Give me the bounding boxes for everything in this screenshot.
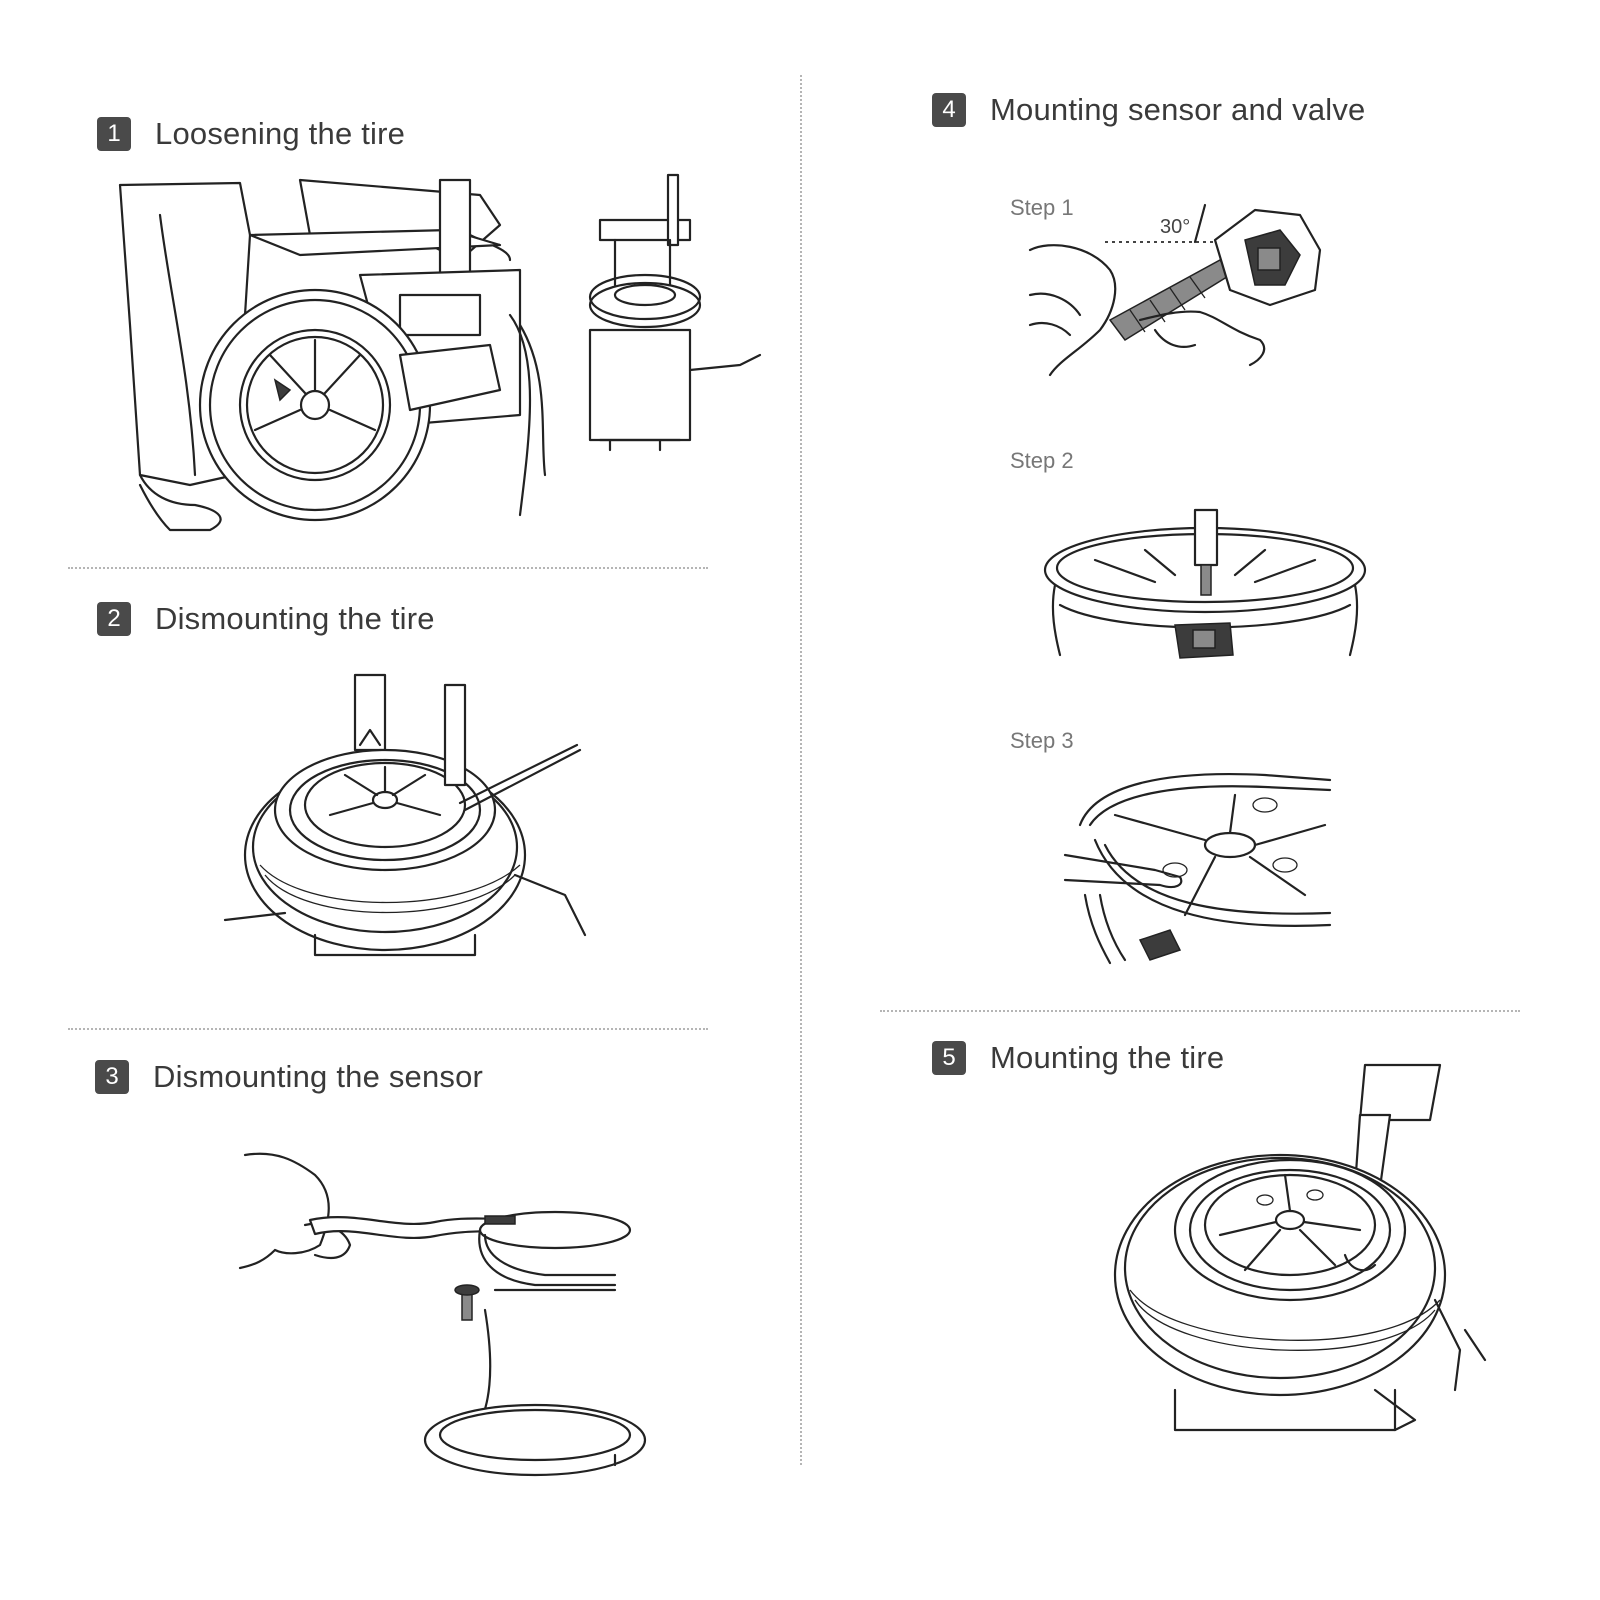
vertical-divider (800, 75, 802, 1465)
section-4-header: 4 Mounting sensor and valve (932, 92, 1366, 128)
sensor-check-illustration (1065, 765, 1335, 965)
step-2-label: Step 2 (1010, 448, 1074, 473)
tire-lever-illustration (225, 675, 595, 975)
sensor-install-illustration (1035, 510, 1375, 670)
section-2-number: 2 (97, 602, 131, 636)
section-5-number: 5 (932, 1041, 966, 1075)
section-5-title: Mounting the tire (990, 1040, 1225, 1075)
divider-4-5 (880, 1010, 1520, 1012)
section-1-number: 1 (97, 117, 131, 151)
section-3-title: Dismounting the sensor (153, 1059, 484, 1094)
sensor-removal-illustration (235, 1150, 615, 1480)
step-1-label: Step 1 (1010, 195, 1074, 220)
section-3-number: 3 (95, 1060, 129, 1094)
angle-label: 30° (1160, 216, 1190, 238)
section-1-title: Loosening the tire (155, 116, 406, 151)
tire-changer-illustration (100, 175, 790, 545)
section-4-title: Mounting sensor and valve (990, 92, 1366, 127)
section-4-number: 4 (932, 93, 966, 127)
sensor-valve-illustration: 30° (1030, 200, 1370, 400)
section-2-header: 2 Dismounting the tire (97, 601, 435, 637)
divider-1-2 (68, 567, 708, 569)
section-3-header: 3 Dismounting the sensor (95, 1059, 483, 1095)
step-3-label: Step 3 (1010, 728, 1074, 753)
section-1-header: 1 Loosening the tire (97, 116, 405, 152)
section-2-title: Dismounting the tire (155, 601, 435, 636)
divider-2-3 (68, 1028, 708, 1030)
tire-mounting-illustration (1115, 1060, 1495, 1460)
section-5-header: 5 Mounting the tire (932, 1040, 1224, 1076)
